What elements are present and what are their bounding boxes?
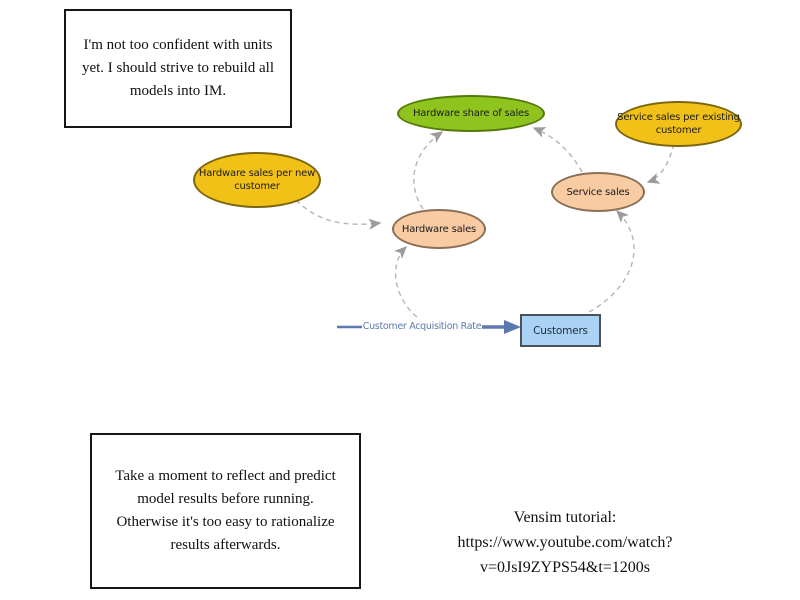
variable-label: Hardware sales per new customer [198, 168, 316, 192]
variable-hardware-sales[interactable]: Hardware sales [392, 209, 486, 249]
variable-label: Service sales per existing customer [617, 112, 740, 136]
variable-label: Hardware share of sales [412, 108, 530, 119]
arrow-service-sales-to-hardware-share-of-sales [532, 127, 583, 173]
arrow-customer-acquisition-rate-to-hardware-sales [394, 246, 418, 318]
arrow-service-sales-per-existing-customer-to-service-sales [646, 143, 675, 184]
variable-label: Hardware sales [401, 223, 477, 235]
stock-label: Customers [533, 324, 588, 337]
variable-label: Service sales [566, 186, 630, 198]
variable-hardware-sales-per-new-customer[interactable]: Hardware sales per new customer [193, 152, 321, 208]
arrow-hardware-sales-per-new-customer-to-hardware-sales [295, 199, 382, 230]
tutorial-text[interactable]: Vensim tutorial: https://www.youtube.com… [457, 509, 673, 576]
flow-arrowhead-icon [504, 320, 521, 334]
reflect-note[interactable]: Take a moment to reflect and predict mod… [90, 433, 361, 589]
variable-service-sales[interactable]: Service sales [551, 172, 645, 212]
customers-stock[interactable]: Customers [520, 314, 601, 347]
customer-acquisition-rate-label[interactable]: Customer Acquisition Rate [362, 321, 482, 332]
arrow-hardware-sales-to-hardware-share-of-sales [413, 131, 444, 210]
arrow-customers-to-service-sales [588, 210, 635, 313]
units-note[interactable]: I'm not too confident with units yet. I … [64, 9, 292, 128]
variable-hardware-share-of-sales[interactable]: Hardware share of sales [397, 95, 545, 132]
variable-service-sales-per-existing-customer[interactable]: Service sales per existing customer [615, 101, 742, 147]
